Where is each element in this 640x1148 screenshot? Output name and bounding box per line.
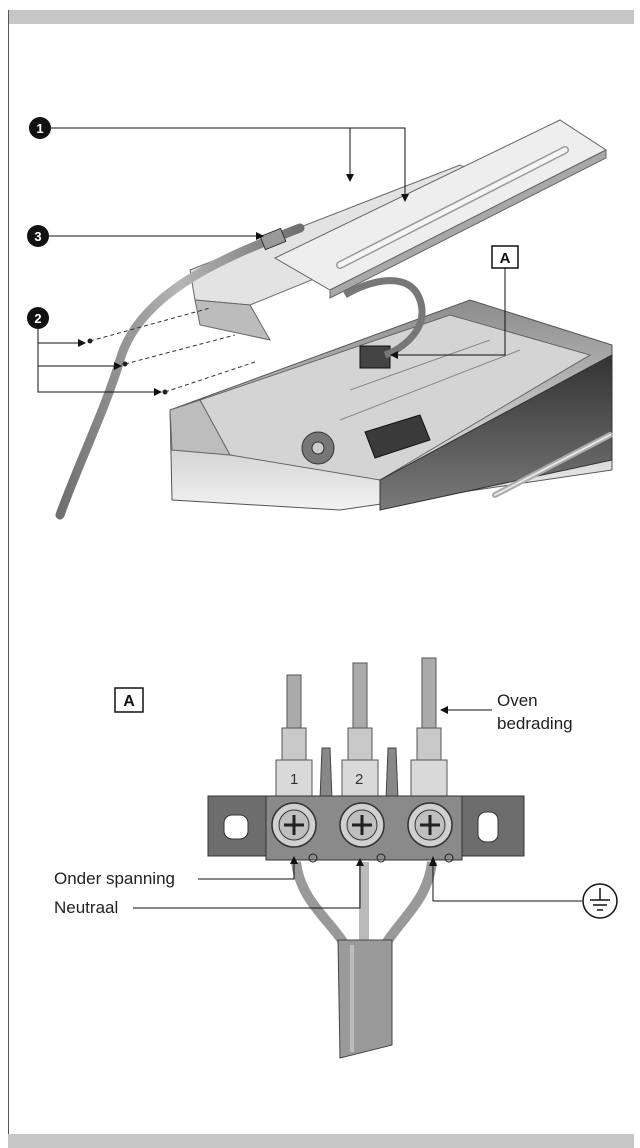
- live-wire: [291, 861, 350, 948]
- supply-cable: [337, 939, 393, 1059]
- callout-1-number: 1: [36, 121, 43, 136]
- callout-1: 1: [29, 117, 409, 202]
- control-board: [364, 414, 431, 459]
- svg-text:Neutraal: Neutraal: [54, 898, 118, 917]
- terminal-number-1: 1: [290, 771, 298, 788]
- svg-text:A: A: [500, 250, 511, 267]
- callout-2-number: 2: [34, 311, 41, 326]
- rail-slot-left: [223, 814, 249, 840]
- terminal-screw-2: [339, 802, 385, 848]
- svg-text:A: A: [123, 693, 135, 710]
- callout-2: 2: [27, 307, 162, 396]
- oven-installation-illustration: [55, 119, 613, 520]
- callout-3: 3: [27, 225, 264, 247]
- terminal-screw-3: [407, 802, 453, 848]
- margin-rule: [8, 10, 9, 1148]
- terminal-number-2: 2: [355, 771, 363, 788]
- oven-wiring-label: Oven bedrading: [440, 691, 573, 733]
- terminal-screw-1: [271, 802, 317, 848]
- oven-wire-2: [352, 662, 368, 731]
- rail-slot-right: [477, 811, 499, 843]
- screw: [122, 361, 128, 367]
- screw: [162, 389, 168, 395]
- detail-label-a-bottom: A: [114, 687, 144, 713]
- cable-gland: [259, 227, 287, 251]
- svg-text:Oven: Oven: [497, 691, 538, 710]
- header-bar: [8, 10, 634, 24]
- oven-wire-3: [421, 657, 437, 731]
- oven-wire-1: [286, 674, 302, 731]
- oven-front-panel: [379, 354, 613, 511]
- svg-text:Onder spanning: Onder spanning: [54, 869, 175, 888]
- power-cable: [55, 223, 305, 520]
- svg-text:bedrading: bedrading: [497, 714, 573, 733]
- internal-cable: [343, 277, 426, 359]
- detail-label-a-top: A: [390, 245, 519, 359]
- oven-terminal-block: [359, 345, 391, 369]
- live-label: Onder spanning: [54, 856, 298, 888]
- neutral-label: Neutraal: [54, 858, 364, 917]
- cover-plate-upper: [273, 119, 607, 291]
- footer-bar: [8, 1134, 634, 1148]
- callout-3-number: 3: [34, 229, 41, 244]
- screw: [87, 338, 93, 344]
- terminal-block-detail: 1 2: [207, 657, 525, 1059]
- earth-ground-icon: [429, 856, 618, 919]
- earth-wire: [380, 861, 437, 948]
